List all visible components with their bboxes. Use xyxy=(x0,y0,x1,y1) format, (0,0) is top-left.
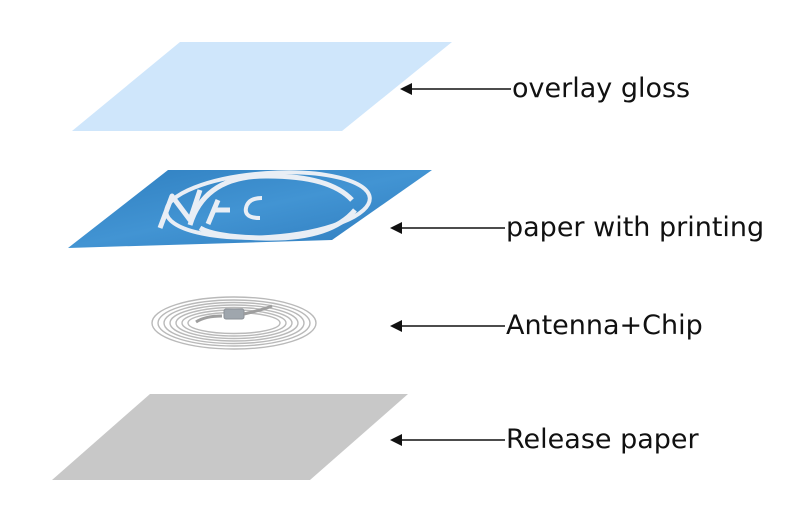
overlay-gloss-layer xyxy=(72,42,452,131)
arrow-antenna xyxy=(390,320,505,332)
arrow-paper xyxy=(390,222,505,234)
nfc-logo xyxy=(157,170,372,241)
label-antenna-chip: Antenna+Chip xyxy=(506,310,703,341)
release-paper-layer xyxy=(52,394,408,480)
arrow-overlay xyxy=(400,83,511,95)
paper-with-printing-layer xyxy=(68,170,432,248)
label-overlay-gloss: overlay gloss xyxy=(512,73,691,104)
label-paper-with-printing: paper with printing xyxy=(506,212,765,243)
label-release-paper: Release paper xyxy=(506,424,699,455)
chip xyxy=(223,308,245,320)
arrow-release xyxy=(390,434,505,446)
antenna-chip-layer xyxy=(151,296,317,350)
